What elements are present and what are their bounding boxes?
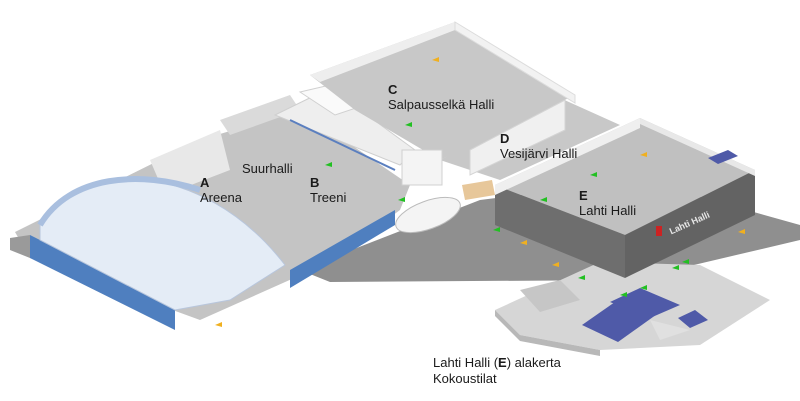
hall-letter: E [498, 355, 507, 370]
lower-floor-plan [495, 262, 770, 356]
glass-wall [290, 210, 395, 288]
entrance-canopy [395, 196, 461, 234]
lower-floor-title: Lahti Halli ( [433, 355, 499, 370]
hall-letter: B [310, 175, 320, 190]
hall-letter: A [200, 175, 210, 190]
hall-letter: E [579, 188, 588, 203]
lower-floor-subtitle: Kokoustilat [433, 371, 497, 386]
meeting-room [610, 288, 680, 318]
lahti-halli-floor [495, 118, 755, 235]
hall-letter: D [500, 131, 510, 146]
hall-name: Treeni [310, 190, 347, 205]
hall-letter: C [388, 82, 398, 97]
hall-name: Areena [200, 190, 242, 205]
entrance-arrows [215, 57, 745, 327]
exit-arrows [325, 122, 689, 297]
lahti-halli-wall [625, 170, 755, 278]
hall-name: Salpausselkä Halli [388, 97, 495, 112]
hall-name: Lahti Halli [579, 203, 637, 218]
suurhalli-label: Suurhalli [242, 161, 293, 176]
lower-floor-title-suffix: ) alakerta [506, 355, 561, 370]
lahti-halli-wall [495, 185, 625, 278]
hall-name: Vesijärvi Halli [500, 146, 578, 161]
meeting-room [678, 310, 708, 328]
lower-floor-label: Lahti Halli (E) alakerta Kokoustilat [433, 355, 561, 387]
glass-wall [30, 235, 175, 330]
lahti-halli-logo [656, 226, 662, 236]
